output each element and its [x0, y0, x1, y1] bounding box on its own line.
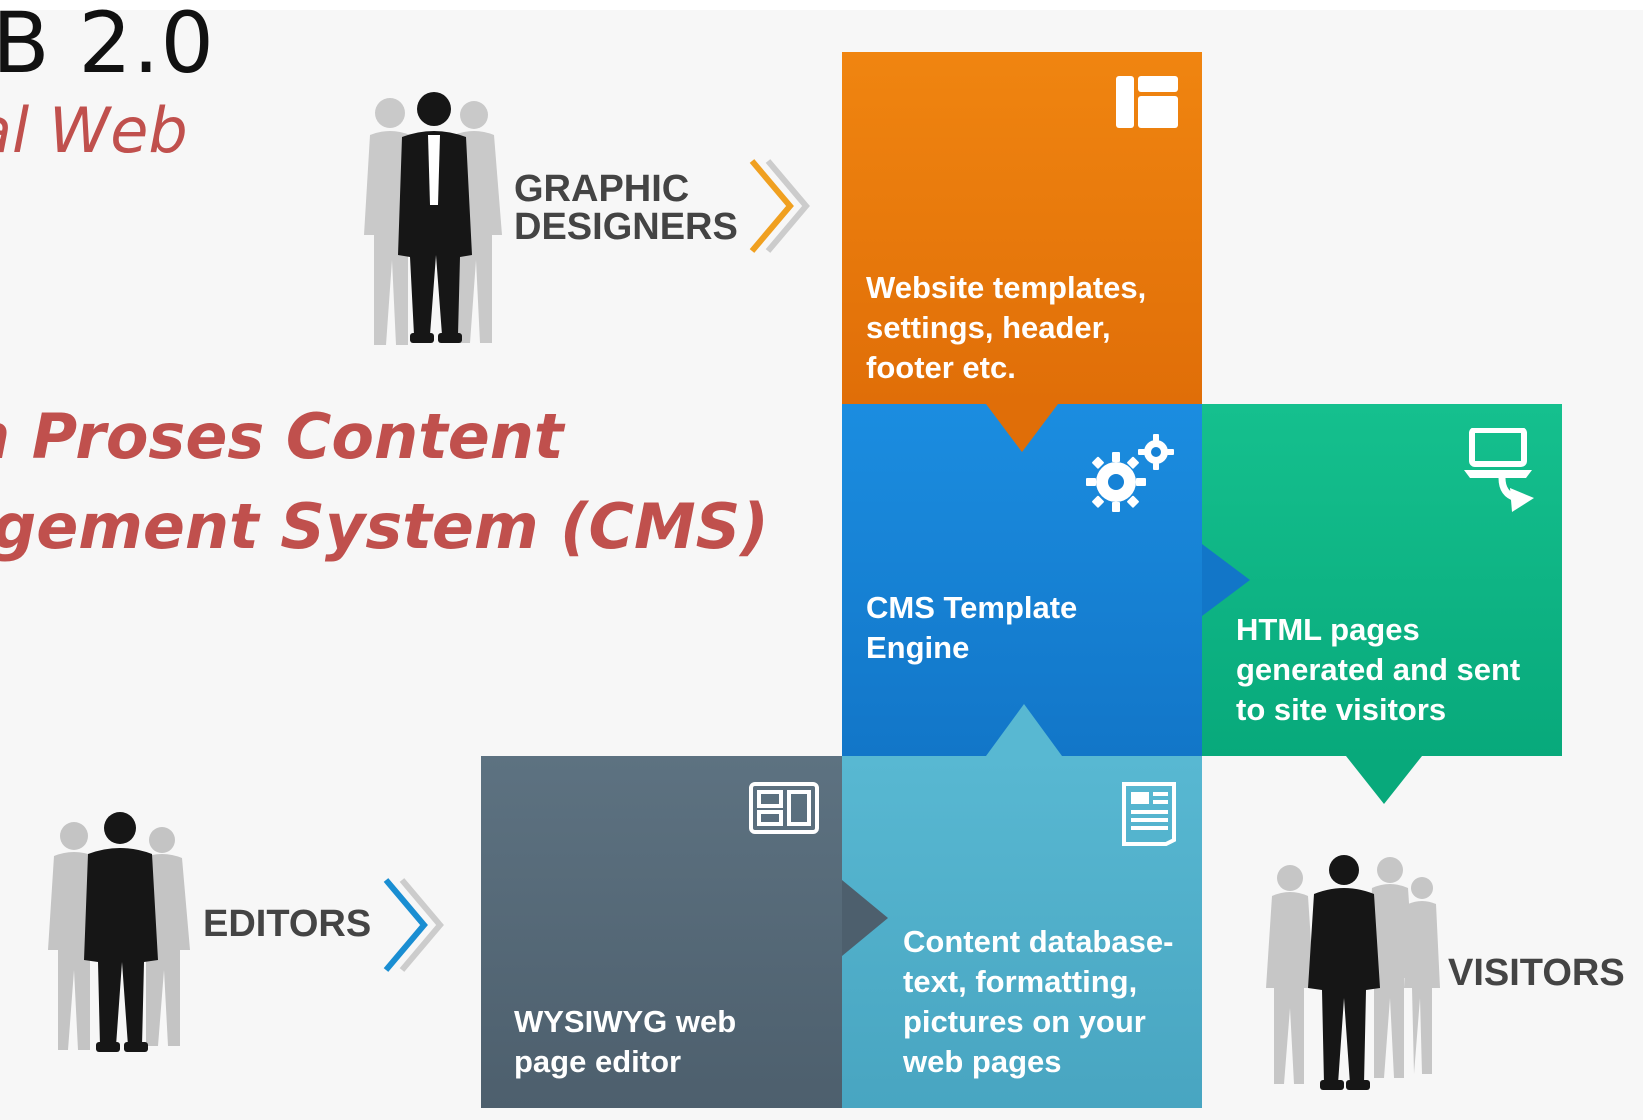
tile-content-database: Content database- text, formatting, pict…	[842, 756, 1202, 1108]
cms-heading-line2: agement System (CMS)	[0, 490, 769, 563]
html-pointer-down	[1346, 756, 1422, 804]
tile-engine-label: CMS Template Engine	[866, 590, 1078, 665]
slide-title: B 2.0	[0, 0, 215, 92]
tile-html-pages: HTML pages generated and sent to site vi…	[1202, 404, 1562, 756]
visitors-silhouette-icon	[1266, 855, 1440, 1090]
visitors-label: VISITORS	[1448, 952, 1625, 994]
document-icon	[1122, 782, 1176, 846]
editor-panels-icon	[749, 782, 819, 834]
editor-pointer-right	[842, 880, 888, 956]
designers-label-line1: GRAPHIC	[514, 168, 690, 210]
tile-wysiwyg-editor: WYSIWYG web page editor	[481, 756, 842, 1108]
slide-subtitle: al Web	[0, 94, 188, 167]
engine-pointer-right	[1202, 544, 1250, 616]
editors-silhouette-icon	[48, 812, 190, 1052]
tile-cms-template-engine: CMS Template Engine	[842, 404, 1202, 756]
content-pointer-up	[986, 704, 1062, 756]
laptop-download-icon	[1464, 428, 1534, 512]
editors-chevron-icon	[383, 878, 444, 972]
designers-silhouette-icon	[364, 92, 502, 345]
designers-label-line2: DESIGNERS	[514, 206, 738, 248]
editors-label: EDITORS	[203, 903, 372, 945]
tile-editor-label: WYSIWYG web page editor	[514, 1004, 737, 1079]
cms-heading-line1: n Proses Content	[0, 400, 564, 473]
graphic-designers-label: GRAPHIC DESIGNERS	[514, 170, 738, 246]
gears-icon	[1086, 434, 1174, 512]
tile-content-label: Content database- text, formatting, pict…	[903, 924, 1174, 1079]
tile-html-label: HTML pages generated and sent to site vi…	[1236, 612, 1521, 727]
tile-templates-label: Website templates, settings, header, foo…	[866, 270, 1147, 385]
cms-heading: n Proses Content agement System (CMS)	[0, 392, 769, 572]
templates-pointer	[986, 404, 1058, 452]
layout-icon	[1116, 76, 1178, 128]
designers-chevron-icon	[749, 159, 810, 253]
tile-website-templates: Website templates, settings, header, foo…	[842, 52, 1202, 404]
